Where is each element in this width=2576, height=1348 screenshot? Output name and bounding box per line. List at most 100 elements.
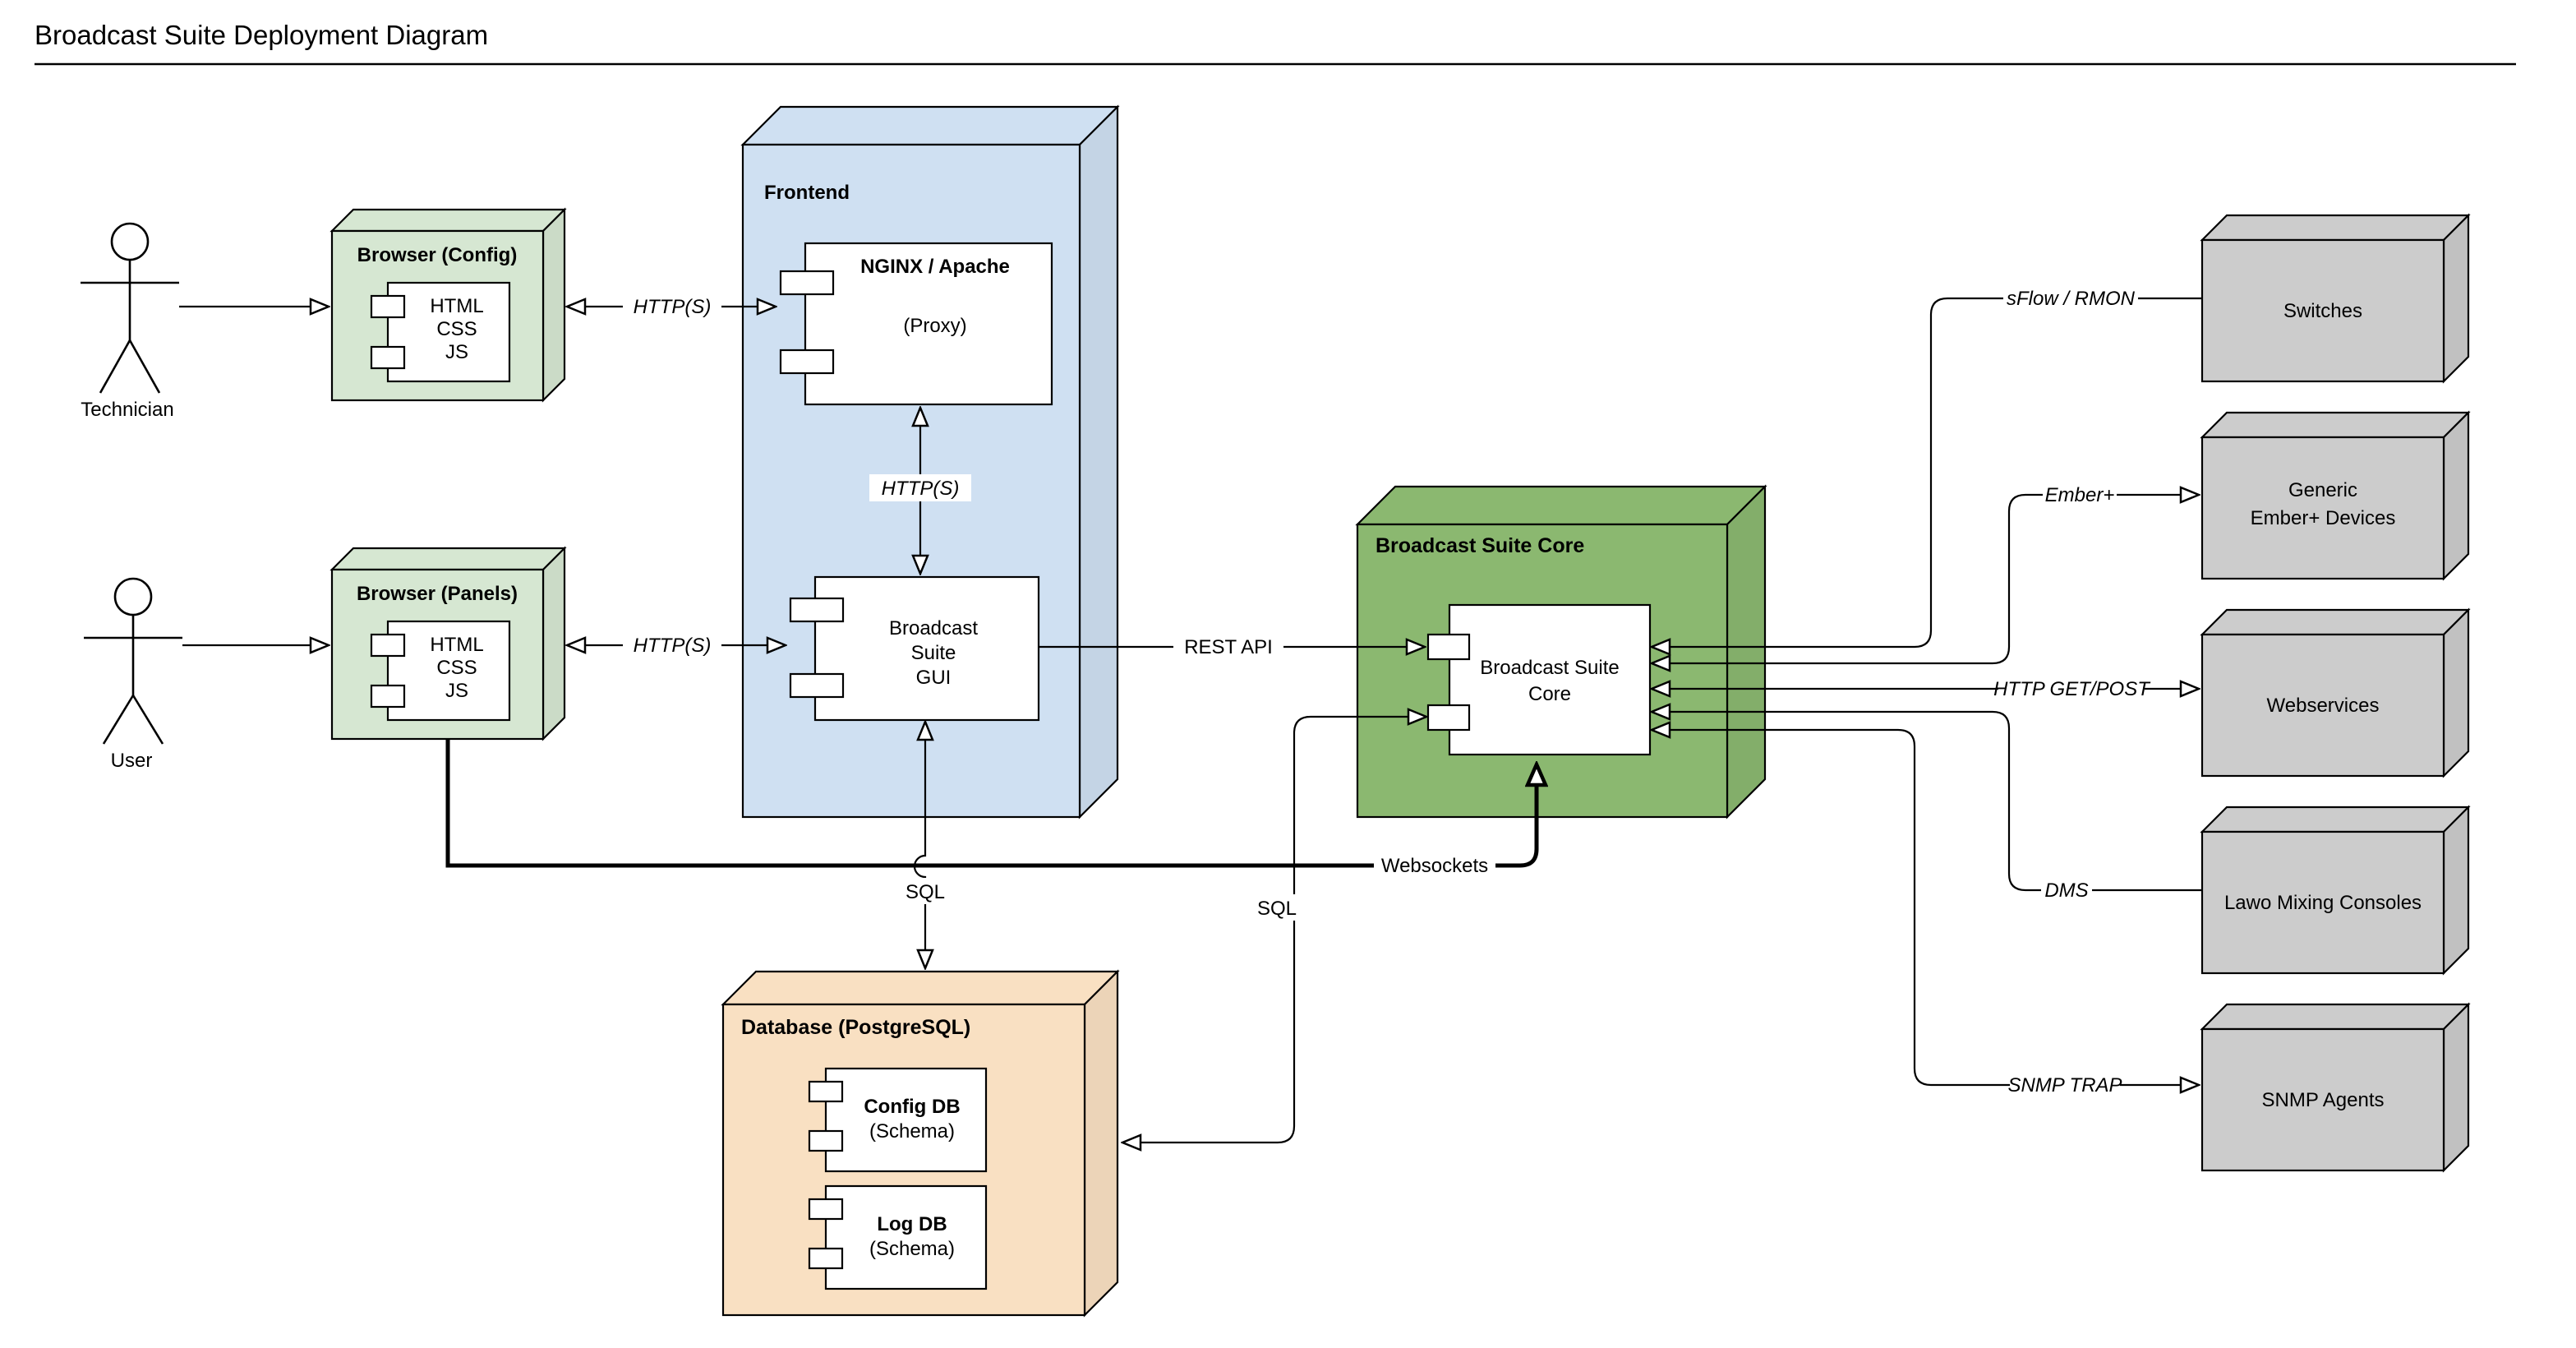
component-port-icon [779,270,835,296]
component-port-icon [1426,633,1471,661]
component-label: JS [445,680,468,702]
node-lawo-consoles: Lawo Mixing Consoles [2200,805,2471,976]
label-plate [1254,894,1300,921]
label-ember: Ember+ [2045,484,2115,506]
node-right-shade [1080,107,1117,817]
node-right-shade [1085,972,1117,1315]
node-ember-devices: Generic Ember+ Devices [2200,410,2471,581]
node-right-shade [543,548,565,739]
node-top-face [2200,608,2471,636]
node-top-face [1355,485,1767,526]
label-plate [2010,1071,2120,1098]
component-core-label: Broadcast Suite [1480,657,1619,679]
component-port-icon [789,597,845,623]
node-switches: Switches [2200,213,2471,384]
component-port-icon [370,684,406,709]
actor-user-label: User [111,750,153,772]
connection-ember-devices [1652,495,2199,663]
component-log-db-subtitle: (Schema) [869,1238,955,1260]
component-config-db-subtitle: (Schema) [869,1120,955,1143]
component-label: CSS [436,318,477,340]
label-rest-api: REST API [1184,636,1273,658]
node-database-label: Database (PostgreSQL) [741,1016,970,1039]
node-browser-config: Browser (Config) HTML CSS JS [329,207,567,403]
component-label: HTML [430,634,483,656]
node-top-face [740,105,1120,146]
component-port-icon [808,1247,844,1270]
actor-head [113,577,153,616]
node-database-postgresql: Database (PostgreSQL) Config DB (Schema)… [721,969,1120,1318]
actor-leg-left [99,339,131,394]
label-plate [623,293,721,320]
node-frontend: Frontend NGINX / Apache (Proxy) Broadcas… [740,104,1120,819]
label-plate [1173,633,1283,659]
node-right-shade [2444,215,2468,381]
label-websockets: Websockets [1381,855,1488,877]
component-port-icon [808,1198,844,1221]
connection-websockets [445,739,1537,868]
node-top-face [2200,806,2471,833]
component-html-css-js [386,281,511,383]
node-top-face [329,208,567,233]
label-plate [2041,876,2092,903]
node-webservices: Webservices [2200,607,2471,778]
component-port-icon [370,345,406,370]
node-right-shade [1727,487,1765,817]
node-top-face [329,547,567,571]
component-broadcast-suite-core [1448,603,1652,756]
component-gui-label: Broadcast [889,617,978,639]
label-sflow-rmon: sFlow / RMON [2007,288,2136,310]
node-snmp-label: SNMP Agents [2262,1089,2385,1111]
node-top-face [721,970,1120,1006]
node-front-face [2200,238,2445,383]
node-browser-config-label: Browser (Config) [357,244,518,266]
node-top-face [2200,214,2471,242]
component-port-icon [789,672,845,699]
component-port-icon [370,633,406,658]
label-https-config: HTTP(S) [634,296,712,318]
node-lawo-label: Lawo Mixing Consoles [2224,892,2422,914]
connection-snmptrap-agents [1652,730,2199,1085]
component-port-icon [779,349,835,375]
actor-technician-label: Technician [81,399,173,421]
component-gui-label: GUI [916,667,952,689]
node-front-face [2200,436,2445,580]
node-broadcast-suite-core: Broadcast Suite Core Broadcast Suite Cor… [1355,484,1767,819]
label-plate [2043,481,2117,508]
node-top-face [2200,1003,2471,1031]
component-port-icon [808,1080,844,1103]
component-config-db-title: Config DB [864,1096,960,1118]
component-gui-label: Suite [911,642,956,664]
label-plate [869,474,971,501]
actor-head [110,222,150,261]
node-right-shade [2444,807,2468,973]
label-sql-core: SQL [1257,898,1297,920]
component-core-label: Core [1528,683,1571,705]
component-label: CSS [436,657,477,679]
connection-labels: HTTP(S) HTTP(S) HTTP(S) REST API Websock… [623,284,2151,1098]
label-plate [2003,284,2138,312]
component-port-icon [808,1129,844,1152]
actor-leg-left [102,695,135,745]
component-config-db [824,1067,988,1173]
actor-technician: Technician [81,222,179,421]
node-right-shade [2444,413,2468,579]
node-ember-label: Generic [2288,479,2357,501]
component-log-db [824,1184,988,1290]
actor-user: User [84,577,182,772]
label-plate [1998,675,2145,702]
component-label: HTML [430,295,483,317]
node-frontend-label: Frontend [764,182,850,204]
label-dms: DMS [2044,879,2088,902]
label-plate [1374,852,1495,879]
label-plate [902,878,948,904]
node-front-face [2200,1027,2445,1172]
component-html-css-js [386,620,511,722]
node-switches-label: Switches [2283,300,2362,322]
label-snmp-trap: SNMP TRAP [2007,1074,2122,1096]
actor-leg-right [131,695,164,745]
node-core-label: Broadcast Suite Core [1376,534,1584,557]
node-right-shade [543,210,565,400]
